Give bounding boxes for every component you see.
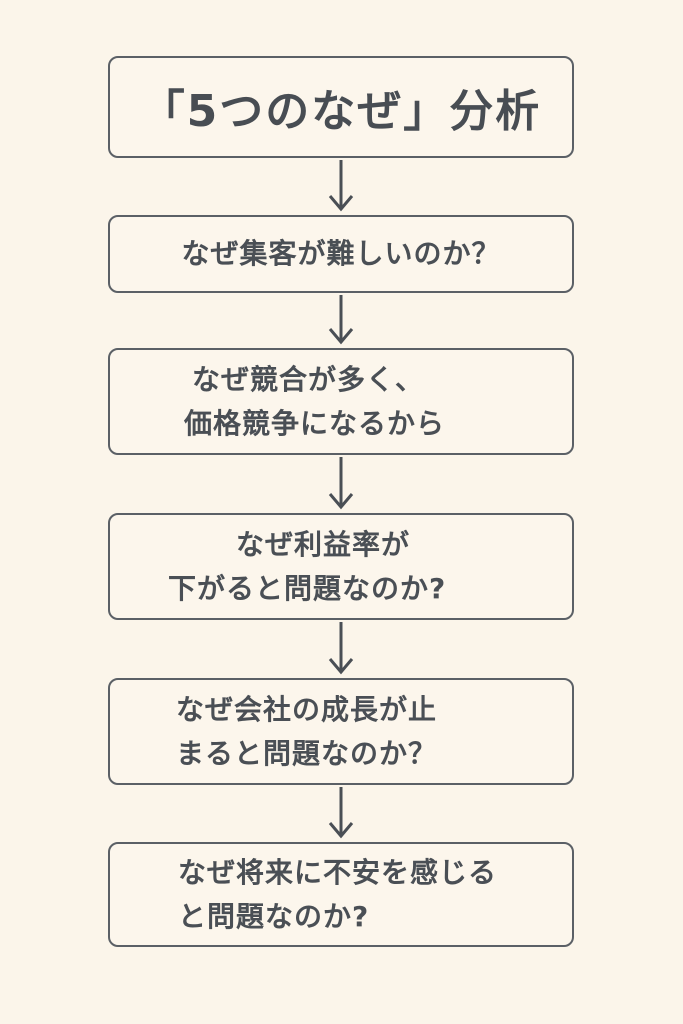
down-arrow-icon [328, 787, 354, 839]
why-step-4-line-2: まると問題なのか？ [176, 736, 438, 770]
why-step-5: なぜ将来に不安を感じる と問題なのか? [108, 842, 574, 947]
why-step-2-line-2: 価格競争になるから [184, 406, 446, 440]
why-step-1: なぜ集客が難しいのか？ [108, 215, 574, 293]
why-step-4: なぜ会社の成長が止 まると問題なのか？ [108, 678, 574, 785]
why-step-5-line-1: なぜ将来に不安を感じる [178, 855, 498, 889]
why-step-4-line-1: なぜ会社の成長が止 [176, 692, 438, 726]
down-arrow-icon [328, 457, 354, 510]
down-arrow-icon [328, 160, 354, 212]
why-step-3-line-2: 下がると問題なのか? [168, 571, 447, 605]
title-box: 「5つのなぜ」分析 [108, 56, 574, 158]
down-arrow-icon [328, 622, 354, 675]
why-step-5-line-2: と問題なのか? [178, 899, 370, 933]
why-step-3-line-1: なぜ利益率が [236, 527, 411, 561]
diagram-title: 「5つのなぜ」分析 [140, 86, 542, 137]
why-step-2: なぜ競合が多く、 価格競争になるから [108, 348, 574, 455]
why-step-3: なぜ利益率が 下がると問題なのか? [108, 513, 574, 620]
down-arrow-icon [328, 295, 354, 345]
why-step-1-line-1: なぜ集客が難しいのか？ [181, 237, 501, 270]
why-step-2-line-1: なぜ競合が多く、 [192, 362, 425, 396]
